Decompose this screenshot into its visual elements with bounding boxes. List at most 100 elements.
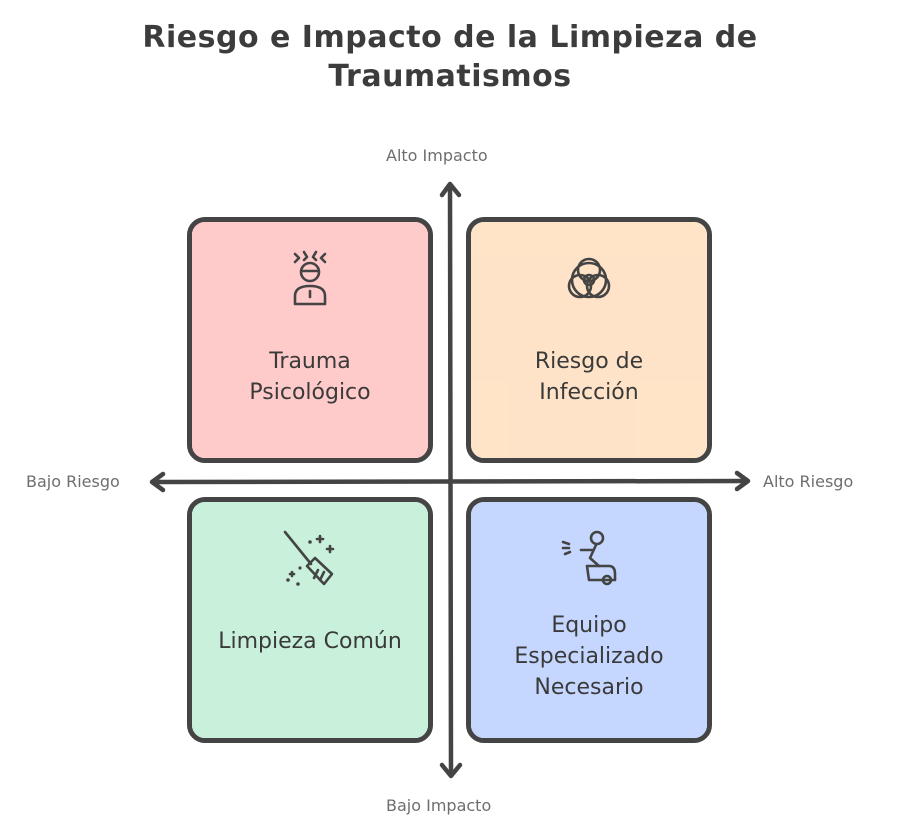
hatch-stroke	[192, 502, 400, 714]
hatch-stroke	[511, 257, 707, 458]
biohazard-icon	[567, 257, 611, 299]
hatch-stroke	[488, 234, 707, 458]
hatch-stroke	[471, 502, 610, 644]
horizontal-axis-right-arrow	[734, 470, 751, 492]
hatch-stroke	[192, 222, 331, 364]
hatch-stroke	[255, 281, 428, 458]
hatch-stroke	[534, 561, 707, 738]
hatch-stroke	[192, 222, 423, 458]
hatch-stroke	[471, 502, 564, 598]
label-line: Equipo	[551, 613, 627, 638]
quadrant-common-cleaning: Limpieza Común	[187, 497, 433, 743]
label-line: Limpieza Común	[218, 629, 402, 654]
hatch-stroke	[471, 222, 633, 388]
hatch-stroke	[301, 327, 428, 458]
hatch-stroke	[626, 374, 707, 458]
hatch-stroke	[580, 607, 707, 738]
quadrant-psychological-trauma: Trauma Psicológico	[187, 217, 433, 463]
hatch-stroke	[255, 561, 428, 738]
hatch-stroke	[471, 502, 518, 551]
quadrant-specialized-equipment: Equipo Especializado Necesario	[466, 497, 712, 743]
horizontal-axis-left-arrow	[149, 471, 166, 493]
label-line: Especializado	[514, 644, 664, 669]
hatch-stroke	[471, 222, 495, 247]
label-line: Infección	[539, 380, 639, 405]
hatch-stroke	[278, 304, 428, 458]
quadrant-label: Limpieza Común	[202, 626, 418, 657]
label-line: Psicológico	[249, 380, 371, 405]
hatch-stroke	[603, 631, 707, 738]
hatch-stroke	[209, 234, 428, 458]
hatch-stroke	[471, 222, 541, 294]
hatch-stroke	[192, 222, 428, 458]
hatch-stroke	[626, 654, 707, 738]
quadrant-infection-risk: Riesgo de Infección	[466, 217, 712, 463]
hatch-stroke	[192, 502, 216, 527]
hatch-stroke	[471, 222, 587, 341]
hatch-stroke	[232, 537, 428, 738]
hatch-stroke	[192, 222, 216, 247]
hatch-stroke	[672, 421, 707, 458]
hatch-stroke	[471, 502, 633, 668]
hatch-stroke	[192, 502, 428, 738]
hatch-stroke	[192, 222, 239, 271]
axis-label-low-risk: Bajo Riesgo	[26, 472, 120, 491]
hatch-stroke	[603, 351, 707, 458]
hatch-stroke	[347, 654, 428, 738]
hatch-stroke	[488, 514, 707, 738]
hatch-stroke	[672, 701, 707, 738]
hatch-stroke	[471, 502, 702, 738]
hatch-stroke	[370, 398, 428, 458]
hatch-stroke	[192, 502, 377, 691]
hatch-stroke	[301, 607, 428, 738]
hatch-stroke	[649, 398, 707, 458]
hatch-stroke	[192, 502, 262, 574]
hatch-stroke	[393, 701, 428, 738]
hatch-stroke	[557, 304, 707, 458]
quadrant-label: Trauma Psicológico	[202, 346, 418, 408]
hatch-stroke	[511, 537, 707, 738]
horizontal-axis	[150, 478, 750, 485]
hatch-stroke	[324, 351, 428, 458]
hatch-stroke	[192, 502, 285, 598]
vertical-axis-up-arrow	[439, 181, 462, 198]
hatch-stroke	[471, 502, 679, 714]
stressed-person-icon	[293, 250, 327, 306]
hatch-stroke	[209, 514, 428, 738]
hatch-stroke	[192, 222, 285, 318]
axis-label-high-impact: Alto Impacto	[386, 146, 488, 165]
hatch-stroke	[393, 421, 428, 458]
hatch-stroke	[278, 584, 428, 738]
label-line: Necesario	[534, 675, 644, 700]
hatch-stroke	[192, 502, 423, 738]
hatch-stroke	[471, 222, 564, 318]
axis-label-low-impact: Bajo Impacto	[386, 796, 492, 815]
hatch-stroke	[471, 222, 518, 271]
label-line: Trauma	[269, 349, 351, 374]
vertical-axis-down-arrow	[439, 762, 463, 779]
hatch-stroke	[192, 222, 400, 434]
hatch-stroke	[580, 327, 707, 458]
hatch-stroke	[471, 222, 679, 434]
hatch-stroke	[370, 678, 428, 738]
broom-icon	[283, 530, 335, 586]
hatch-stroke	[192, 502, 239, 551]
hatch-fill	[192, 222, 428, 458]
hatch-stroke	[471, 222, 707, 458]
hatch-stroke	[471, 502, 541, 574]
title-line-2: Traumatismos	[328, 59, 572, 94]
hatch-stroke	[471, 502, 656, 691]
hatch-stroke	[471, 502, 495, 527]
hatch-stroke	[471, 222, 610, 364]
axis-label-high-risk: Alto Riesgo	[763, 472, 854, 491]
hatch-stroke	[534, 281, 707, 458]
hatch-stroke	[471, 502, 707, 738]
hatch-stroke	[192, 222, 377, 411]
hatch-stroke	[192, 222, 308, 341]
quadrant-label: Equipo Especializado Necesario	[481, 610, 697, 703]
hatch-stroke	[324, 631, 428, 738]
quadrant-label: Riesgo de Infección	[481, 346, 697, 408]
title-line-1: Riesgo e Impacto de la Limpieza de	[142, 20, 758, 55]
hatch-stroke	[347, 374, 428, 458]
